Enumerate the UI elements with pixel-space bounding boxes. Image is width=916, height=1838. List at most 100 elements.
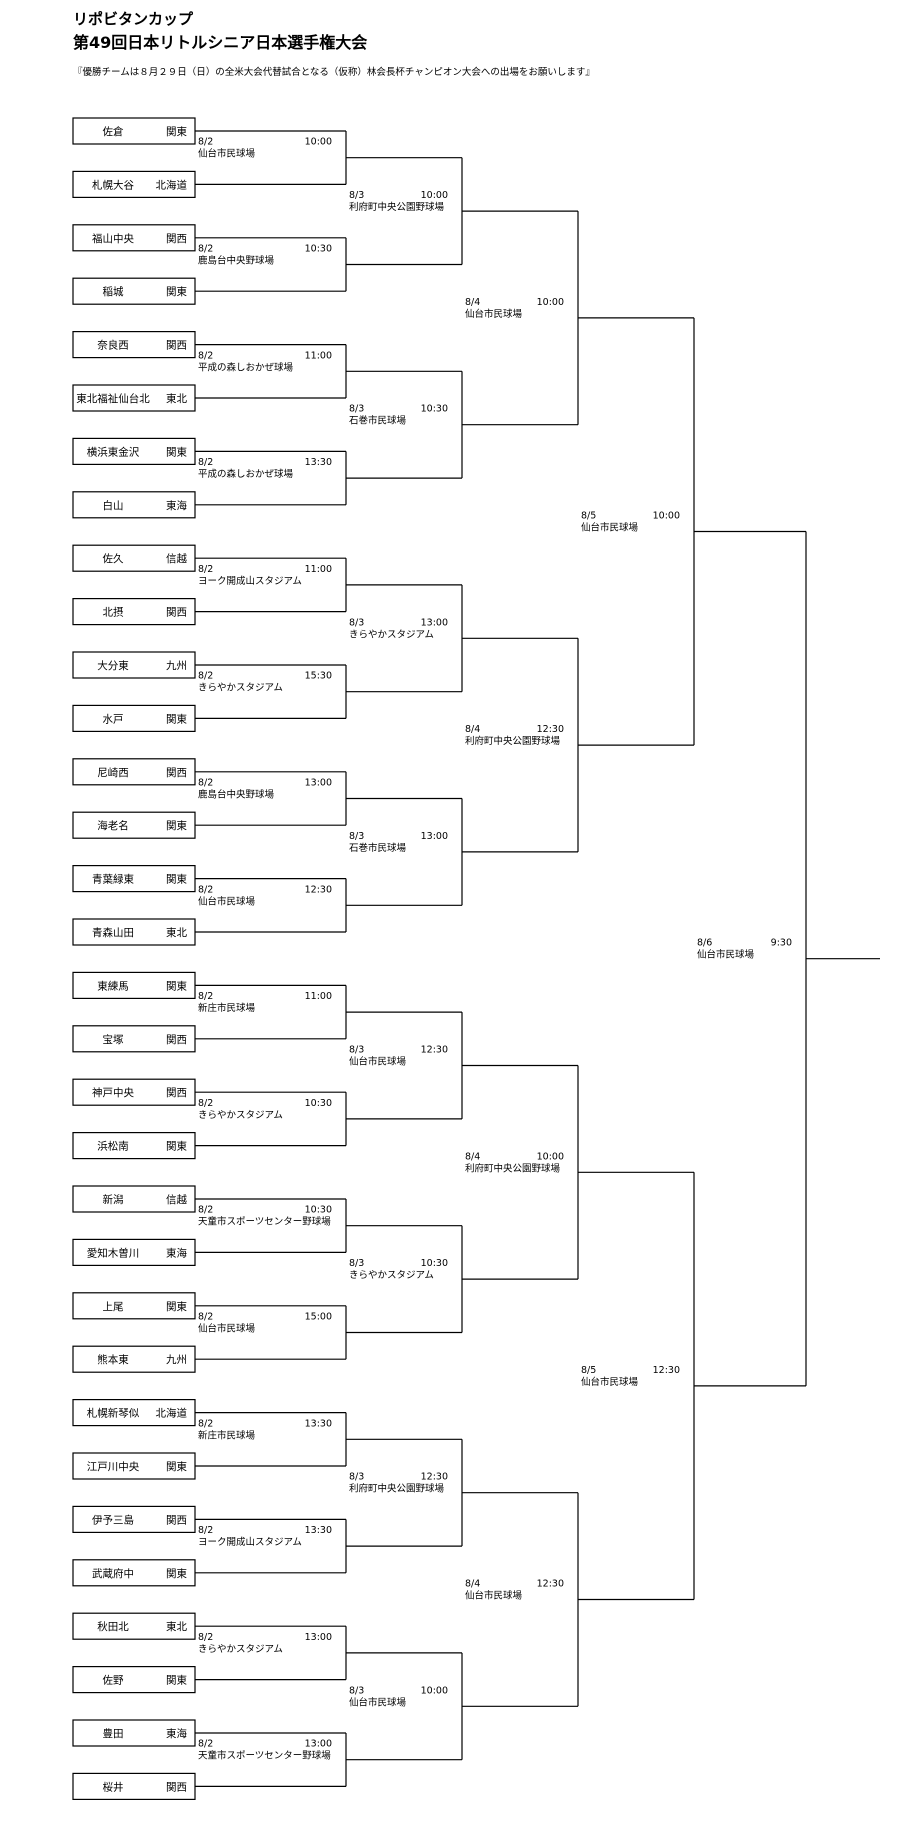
team-box — [72, 1505, 196, 1534]
team-region: 東北 — [166, 1620, 187, 1633]
team-region: 東海 — [166, 499, 187, 512]
team-box — [72, 170, 196, 198]
team-region: 関東 — [166, 285, 187, 298]
match-venue: 仙台市民球場 — [349, 1056, 407, 1068]
match-time: 13:00 — [305, 1739, 332, 1750]
match-date: 8/2 — [198, 1418, 213, 1429]
team-name: 佐倉 — [103, 125, 124, 138]
match-time: 10:30 — [305, 1098, 332, 1109]
match-venue: 仙台市民球場 — [581, 522, 639, 534]
match-time: 9:30 — [771, 938, 792, 949]
team-name: 札幌新琴似 — [87, 1407, 140, 1420]
match-time: 10:00 — [537, 297, 564, 308]
match-venue: きらやかスタジアム — [198, 1644, 283, 1655]
team-box — [72, 864, 196, 893]
team-name: 秋田北 — [97, 1620, 129, 1633]
match-time: 12:30 — [537, 724, 564, 735]
team-box — [72, 704, 196, 733]
match-time: 10:30 — [421, 404, 448, 415]
team-name: 稲城 — [103, 286, 124, 298]
team-name: 江戸川中央 — [87, 1460, 140, 1473]
team-region: 関東 — [166, 1567, 187, 1580]
match-venue: 天童市スポーツセンター野球場 — [198, 1216, 331, 1228]
match-venue: 平成の森しおかぜ球場 — [198, 468, 294, 480]
team-region: 関西 — [166, 340, 187, 352]
match-date: 8/3 — [349, 1045, 364, 1056]
team-box — [72, 1665, 196, 1694]
match-date: 8/3 — [349, 1472, 364, 1483]
match-date: 8/5 — [581, 511, 596, 522]
match-time: 15:00 — [305, 1312, 332, 1323]
team-name: 尼崎西 — [97, 766, 129, 779]
match-date: 8/6 — [697, 938, 712, 949]
team-name: 白山 — [103, 499, 124, 512]
team-region: 関東 — [166, 1140, 187, 1153]
team-region: 東北 — [166, 926, 187, 939]
team-box — [72, 1025, 196, 1053]
match-date: 8/4 — [465, 724, 480, 735]
match-date: 8/2 — [198, 350, 213, 361]
match-date: 8/3 — [349, 1685, 364, 1696]
match-venue: 仙台市民球場 — [697, 949, 755, 961]
team-name: 武蔵府中 — [92, 1567, 134, 1580]
team-region: 関東 — [166, 712, 187, 725]
team-region: 九州 — [166, 660, 187, 672]
match-time: 10:30 — [305, 244, 332, 255]
team-box — [72, 971, 196, 1000]
match-time: 10:00 — [421, 1685, 448, 1696]
team-name: 神戸中央 — [92, 1086, 134, 1099]
team-box — [72, 224, 196, 252]
team-box — [72, 544, 196, 572]
match-time: 15:30 — [305, 671, 332, 682]
match-time: 11:00 — [305, 991, 332, 1002]
match-venue: 仙台市民球場 — [465, 1590, 523, 1602]
match-venue: ヨーク開成山スタジアム — [198, 575, 302, 587]
match-venue: きらやかスタジアム — [198, 1110, 283, 1121]
match-date: 8/2 — [198, 457, 213, 468]
team-box — [72, 117, 196, 145]
team-box — [72, 1292, 196, 1320]
team-box — [72, 811, 196, 839]
team-name: 新潟 — [103, 1193, 124, 1206]
team-box — [72, 1772, 196, 1801]
match-date: 8/3 — [349, 831, 364, 842]
match-date: 8/2 — [198, 1205, 213, 1216]
match-time: 12:30 — [305, 884, 332, 895]
tournament-sponsor-title: リポビタンカップ — [73, 10, 194, 28]
match-venue: 仙台市民球場 — [198, 148, 256, 160]
match-venue: 石巻市民球場 — [349, 842, 407, 854]
match-date: 8/5 — [581, 1365, 596, 1376]
match-time: 12:30 — [653, 1365, 680, 1376]
team-region: 関東 — [166, 873, 187, 886]
team-box — [72, 1612, 196, 1640]
team-region: 関東 — [166, 1300, 187, 1313]
team-box — [72, 1559, 196, 1587]
team-region: 関西 — [166, 1087, 187, 1099]
match-date: 8/3 — [349, 404, 364, 415]
team-name: 東練馬 — [97, 979, 129, 992]
match-date: 8/4 — [465, 1579, 480, 1590]
match-venue: 利府町中央公園野球場 — [465, 1162, 561, 1174]
team-name: 福山中央 — [92, 232, 134, 245]
team-name: 宝塚 — [103, 1033, 124, 1046]
match-venue: 平成の森しおかぜ球場 — [198, 361, 294, 373]
team-name: 熊本東 — [97, 1353, 129, 1366]
team-name: 横浜東金沢 — [87, 445, 140, 458]
match-time: 10:00 — [653, 511, 680, 522]
team-box — [72, 758, 196, 786]
match-venue: 鹿島台中央野球場 — [198, 789, 275, 801]
match-time: 10:30 — [421, 1258, 448, 1269]
team-box — [72, 1452, 196, 1480]
match-venue: ヨーク開成山スタジアム — [198, 1536, 302, 1548]
match-date: 8/2 — [198, 884, 213, 895]
match-date: 8/2 — [198, 1098, 213, 1109]
team-box — [72, 918, 196, 946]
team-region: 九州 — [166, 1354, 187, 1366]
team-name: 佐野 — [103, 1674, 124, 1687]
team-name: 愛知木曽川 — [87, 1246, 140, 1259]
team-box — [72, 491, 196, 519]
match-date: 8/2 — [198, 1312, 213, 1323]
match-time: 13:30 — [305, 1418, 332, 1429]
team-region: 関東 — [166, 1460, 187, 1473]
